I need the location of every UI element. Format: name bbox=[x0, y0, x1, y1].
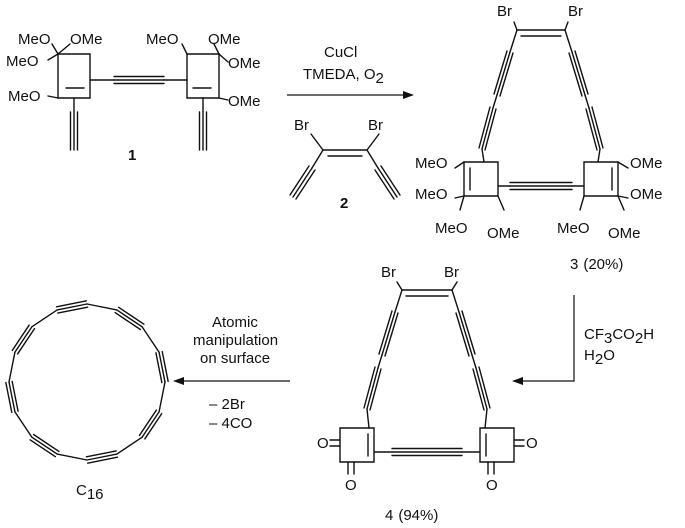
compound-3-br-left: Br bbox=[497, 3, 512, 20]
ring-bond-line bbox=[11, 380, 19, 412]
ring-bond-line bbox=[11, 324, 30, 352]
compound-3-ome-3: MeO bbox=[415, 186, 448, 203]
reagent-h2o: H2O bbox=[584, 347, 615, 368]
reaction-step-2: CF3CO2H H2O bbox=[512, 295, 654, 385]
step3-loss-co: – 4CO bbox=[209, 415, 252, 432]
ring-bond-line bbox=[117, 306, 145, 325]
compound-3-ome-4: OMe bbox=[630, 186, 663, 203]
ring-bond-line bbox=[56, 303, 88, 311]
compound-4-o-1: O bbox=[317, 435, 329, 452]
ring-bond-line bbox=[86, 453, 118, 461]
ring-bond-line bbox=[32, 433, 60, 453]
compound-3: Br Br MeO OMe MeO OMe MeO OMe MeO OMe 3(… bbox=[415, 3, 663, 273]
ring-bond-line bbox=[57, 306, 89, 314]
ring-bond-line bbox=[16, 327, 36, 355]
compound-4-br-left: Br bbox=[381, 264, 396, 281]
ring-bond-line bbox=[5, 381, 13, 414]
compound-4-o-4: O bbox=[486, 477, 498, 494]
step3-line-2: manipulation bbox=[193, 332, 278, 349]
ring-bond-line bbox=[155, 352, 163, 384]
compound-4-o-3: O bbox=[526, 435, 538, 452]
compound-2-number: 2 bbox=[340, 195, 348, 212]
ring-bond-line bbox=[114, 311, 142, 331]
ring-bond-line bbox=[14, 411, 33, 438]
compound-4-br-right: Br bbox=[444, 264, 459, 281]
ring-bond-line bbox=[144, 412, 163, 440]
ring-bond-line bbox=[138, 409, 158, 437]
ring-bond-line bbox=[56, 453, 88, 461]
compound-1-ome-5: MeO bbox=[146, 31, 179, 48]
compound-1-ome-1: MeO bbox=[18, 31, 51, 48]
cyclo-c16-bonds bbox=[5, 300, 169, 464]
ring-bond-line bbox=[29, 439, 57, 458]
compound-1-ome-3: MeO bbox=[6, 53, 39, 70]
ring-bond-line bbox=[14, 326, 33, 353]
compound-1-ome-4: MeO bbox=[8, 88, 41, 105]
compound-3-br-right: Br bbox=[568, 3, 583, 20]
compound-1-ome-6: OMe bbox=[208, 31, 241, 48]
ring-bond-line bbox=[116, 436, 143, 455]
step3-loss-br: – 2Br bbox=[209, 396, 245, 413]
ring-bond-line bbox=[141, 326, 160, 353]
ring-bond-line bbox=[158, 351, 166, 383]
ring-bond-line bbox=[141, 411, 160, 438]
ring-bond-line bbox=[158, 381, 166, 413]
c16-label: C16 bbox=[76, 482, 104, 503]
compound-1-ome-8: OMe bbox=[228, 93, 261, 110]
compound-4: Br Br O O O O 4(94%) bbox=[317, 264, 538, 524]
reaction-step-1: CuCl TMEDA, O2 bbox=[287, 44, 414, 99]
ring-bond-line bbox=[116, 309, 143, 328]
compound-2: Br Br 2 bbox=[289, 117, 401, 212]
cyclo-c16-ring: C16 bbox=[5, 300, 169, 503]
compound-1-number: 1 bbox=[128, 147, 136, 164]
reagent-cucl: CuCl bbox=[324, 44, 357, 61]
ring-bond-line bbox=[161, 350, 169, 383]
ring-bond-line bbox=[31, 309, 58, 328]
compound-3-ome-6: OMe bbox=[487, 225, 520, 242]
ring-bond-line bbox=[31, 436, 58, 455]
compound-1-ome-7: OMe bbox=[228, 55, 261, 72]
step3-line-3: on surface bbox=[200, 350, 270, 367]
compound-3-ome-8: OMe bbox=[608, 225, 641, 242]
compound-3-label: 3(20%) bbox=[570, 256, 623, 273]
reagent-cf3co2h: CF3CO2H bbox=[584, 326, 654, 347]
compound-3-ome-1: MeO bbox=[415, 155, 448, 172]
reagent-tmeda-o2: TMEDA, O2 bbox=[303, 66, 384, 87]
step3-line-1: Atomic bbox=[212, 314, 258, 331]
compound-3-ome-5: MeO bbox=[435, 220, 468, 237]
ring-bond-line bbox=[85, 450, 117, 458]
compound-2-br-left: Br bbox=[294, 117, 309, 134]
ring-bond-line bbox=[55, 300, 88, 308]
ring-bond-line bbox=[86, 303, 118, 311]
ring-bond-line bbox=[86, 456, 119, 464]
ring-bond-line bbox=[8, 381, 16, 413]
compound-2-br-right: Br bbox=[368, 117, 383, 134]
compound-4-label: 4(94%) bbox=[385, 507, 438, 524]
reaction-step-3: Atomic manipulation on surface – 2Br – 4… bbox=[173, 314, 290, 432]
compound-3-ome-7: MeO bbox=[557, 220, 590, 237]
compound-3-ome-2: OMe bbox=[630, 155, 663, 172]
compound-4-o-2: O bbox=[345, 477, 357, 494]
ring-bond-line bbox=[8, 351, 16, 383]
compound-1: MeO OMe MeO MeO MeO OMe OMe OMe 1 bbox=[6, 31, 261, 164]
compound-1-ome-2: OMe bbox=[70, 31, 103, 48]
